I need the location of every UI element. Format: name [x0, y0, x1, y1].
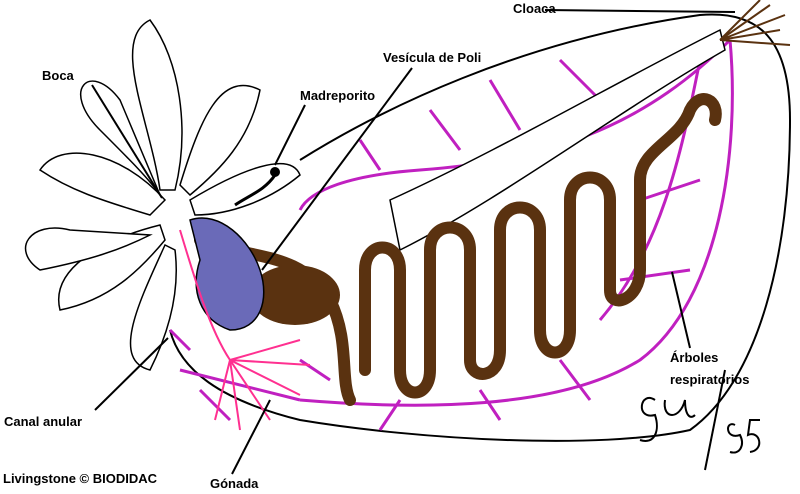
- label-madreporito: Madreporito: [300, 88, 376, 103]
- label-respiratorios: respiratorios: [670, 372, 750, 387]
- polian-vesicle: [189, 217, 265, 331]
- stomach: [250, 265, 340, 325]
- label-boca: Boca: [42, 68, 74, 83]
- cloaca-tuft: [719, 0, 791, 46]
- credit-text: Livingstone © BIODIDAC: [3, 471, 158, 486]
- label-gonada: Gónada: [210, 476, 259, 491]
- label-arboles: Árboles: [670, 350, 719, 365]
- tentacles: [24, 19, 301, 371]
- body-outline: [169, 13, 792, 442]
- madreporite: [234, 174, 277, 207]
- label-cloaca: Cloaca: [513, 1, 556, 16]
- label-canal-anular: Canal anular: [4, 414, 83, 429]
- signature: [639, 369, 761, 471]
- label-vesicula-de-poli: Vesícula de Poli: [383, 50, 482, 65]
- gonad: [179, 229, 311, 431]
- leader-lines: [91, 9, 736, 475]
- muscle-band: [389, 28, 726, 252]
